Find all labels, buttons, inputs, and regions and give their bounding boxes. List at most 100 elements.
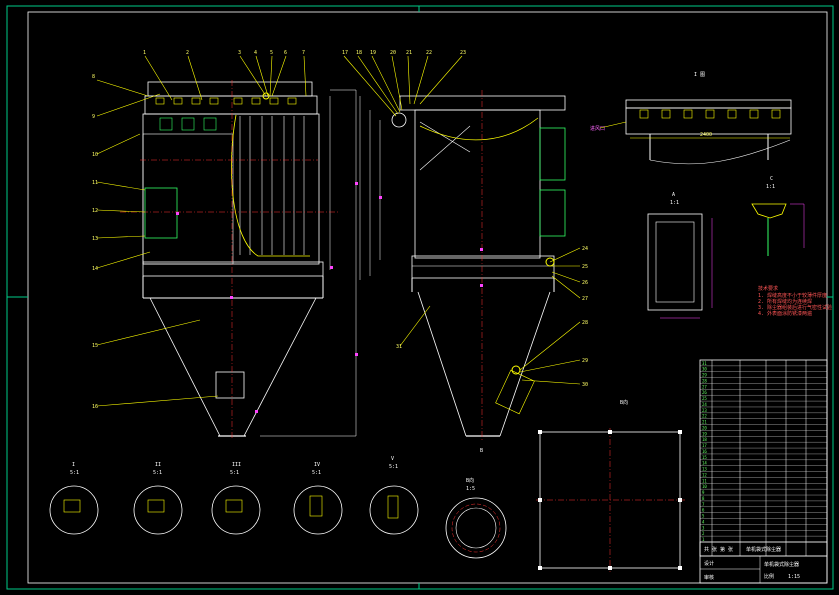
parts-row-number: 3 <box>702 525 705 530</box>
section-c-label: C <box>770 176 773 182</box>
svg-text:13: 13 <box>92 236 98 242</box>
detail-3-label: III <box>232 462 241 468</box>
svg-text:26: 26 <box>582 280 588 286</box>
svg-text:18: 18 <box>356 50 362 56</box>
svg-text:23: 23 <box>460 50 466 56</box>
detail-4-label: IV <box>314 462 320 468</box>
top-detail-view: I 图 进风口 2400 <box>590 72 792 165</box>
svg-text:10: 10 <box>92 152 98 158</box>
section-c-scale: 1:1 <box>766 184 775 190</box>
svg-text:1: 1 <box>143 50 146 56</box>
airflow-label: 进风口 <box>590 125 605 132</box>
title-block: 共 张 第 张 单机袋式除尘器 设计 审核 单机袋式除尘器 比例 1:15 <box>699 541 828 584</box>
parts-row-number: 31 <box>702 361 707 366</box>
parts-row-number: 23 <box>702 408 707 413</box>
parts-row-number: 24 <box>702 402 707 407</box>
technical-notes: 技术要求 1. 焊缝高度不小于较薄件厚度 2. 所有焊缝均为连续焊 3. 除尘器… <box>758 285 832 317</box>
parts-row-number: 21 <box>702 420 707 425</box>
round-flange-label: B向 <box>466 477 474 484</box>
parts-row-number: 22 <box>702 414 707 419</box>
notes-title: 技术要求 <box>758 285 778 292</box>
parts-row-number: 14 <box>702 461 707 466</box>
svg-text:2: 2 <box>186 50 189 56</box>
detail-1-scale: 5:1 <box>70 470 79 476</box>
svg-text:7: 7 <box>302 50 305 56</box>
parts-row-number: 27 <box>702 384 707 389</box>
notes-line-3: 3. 除尘器组装后进行气密性试验 <box>758 304 832 311</box>
parts-row-number: 13 <box>702 467 707 472</box>
detail-circles: I 5:1 II 5:1 III 5:1 IV 5:1 V 5:1 <box>49 456 419 535</box>
round-flange-scale: 1:5 <box>466 486 475 492</box>
parts-row-number: 12 <box>702 472 707 477</box>
svg-text:3: 3 <box>238 50 241 56</box>
svg-text:15: 15 <box>92 343 98 349</box>
svg-text:16: 16 <box>92 404 98 410</box>
company-label: 设计 <box>704 560 714 567</box>
svg-text:14: 14 <box>92 266 98 272</box>
bottom-arrow-label: B <box>480 448 483 454</box>
parts-row-number: 28 <box>702 378 707 383</box>
parts-row-number: 15 <box>702 455 707 460</box>
detail-5-label: V <box>391 456 394 462</box>
svg-text:17: 17 <box>342 50 348 56</box>
svg-text:27: 27 <box>582 296 588 302</box>
svg-text:29: 29 <box>582 358 588 364</box>
detail-2-scale: 5:1 <box>153 470 162 476</box>
parts-row-number: 11 <box>702 478 707 483</box>
parts-row-number: 8 <box>702 496 705 501</box>
detail-1-label: I <box>72 462 75 468</box>
scale-value: 1:15 <box>788 574 800 580</box>
detail-2-label: II <box>155 462 161 468</box>
svg-text:11: 11 <box>92 180 98 186</box>
parts-row-number: 5 <box>702 514 705 519</box>
svg-text:5: 5 <box>270 50 273 56</box>
detail-3-scale: 5:1 <box>230 470 239 476</box>
svg-text:30: 30 <box>582 382 588 388</box>
flange-view: B向 <box>536 399 686 572</box>
parts-row-number: 20 <box>702 425 707 430</box>
svg-text:12: 12 <box>92 208 98 214</box>
top-view-label: I 图 <box>694 72 705 78</box>
svg-text:19: 19 <box>370 50 376 56</box>
notes-line-4: 4. 外表面涂防锈漆两遍 <box>758 310 812 317</box>
parts-row-number: 30 <box>702 367 707 372</box>
svg-text:22: 22 <box>426 50 432 56</box>
window-detail: A 1:1 <box>647 192 713 319</box>
check-label: 审核 <box>704 574 714 581</box>
parts-row-number: 26 <box>702 390 707 395</box>
svg-text:4: 4 <box>254 50 257 56</box>
parts-row-number: 29 <box>702 373 707 378</box>
parts-row-number: 18 <box>702 437 707 442</box>
parts-list: 3130292827262524232221201918171615141312… <box>699 359 828 557</box>
parts-row-number: 17 <box>702 443 707 448</box>
parts-row-number: 10 <box>702 484 707 489</box>
detail-5-scale: 5:1 <box>389 464 398 470</box>
svg-text:9: 9 <box>92 114 95 120</box>
parts-row-number: 1 <box>702 537 705 542</box>
flange-label: B向 <box>620 399 628 406</box>
round-flange: B向 1:5 <box>445 477 507 559</box>
parts-row-number: 16 <box>702 449 707 454</box>
svg-text:25: 25 <box>582 264 588 270</box>
notes-line-1: 1. 焊缝高度不小于较薄件厚度 <box>758 292 827 299</box>
dim-top: 2400 <box>700 132 712 138</box>
svg-text:28: 28 <box>582 320 588 326</box>
window-label: A <box>672 192 675 198</box>
detail-4-scale: 5:1 <box>312 470 321 476</box>
svg-text:6: 6 <box>284 50 287 56</box>
section-c-detail: C 1:1 <box>751 176 805 256</box>
parts-row-number: 4 <box>702 519 705 524</box>
svg-text:8: 8 <box>92 74 95 80</box>
svg-text:31: 31 <box>396 344 402 350</box>
parts-row-number: 6 <box>702 508 705 513</box>
svg-text:20: 20 <box>390 50 396 56</box>
parts-row-number: 19 <box>702 431 707 436</box>
svg-text:24: 24 <box>582 246 588 252</box>
window-scale: 1:1 <box>670 200 679 206</box>
parts-row-number: 25 <box>702 396 707 401</box>
parts-row-number: 9 <box>702 490 705 495</box>
drawing-name-upper: 单机袋式除尘器 <box>746 546 781 553</box>
